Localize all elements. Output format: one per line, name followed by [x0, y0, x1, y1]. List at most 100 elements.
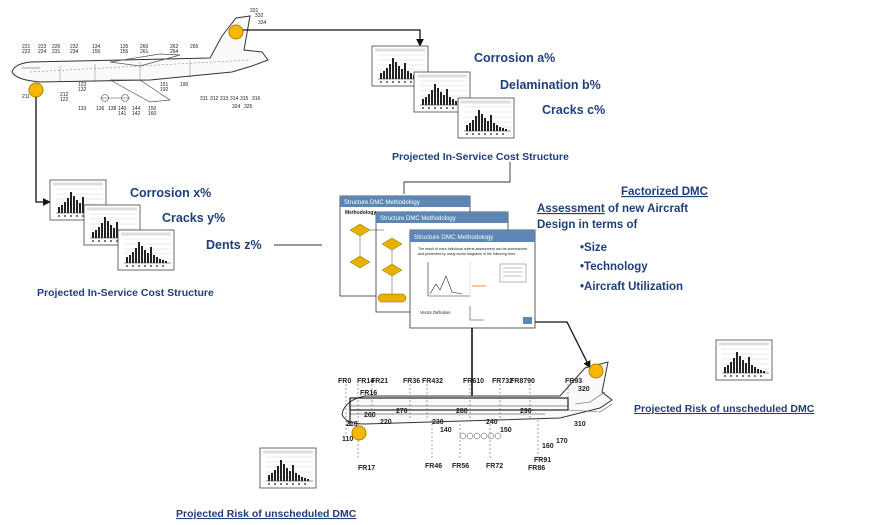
top-zone-upper-13: 261 [140, 49, 149, 55]
top-zone-upper-8: 134 [92, 44, 101, 50]
top-caption: Projected In-Service Cost Structure [392, 151, 569, 163]
frame-upper-2: FR21 [371, 378, 388, 385]
top-zone-upper-17: 331 [250, 8, 259, 14]
assessment-line2-rest: of new Aircraft [605, 203, 688, 215]
zone-0: 260 [364, 412, 376, 419]
top-zone-lower-7: 138 [108, 106, 117, 112]
assessment-bullet-3: •Aircraft Utilization [580, 281, 683, 293]
assessment-line2: Assessment of new Aircraft [537, 203, 688, 215]
marker-nose [28, 82, 44, 98]
top-zone-upper-15: 264 [170, 49, 179, 55]
connector-top [403, 162, 511, 194]
frame-upper-0: FR0 [338, 378, 351, 385]
frame-upper-6: FR732 [492, 378, 513, 385]
top-zone-lower-21: 315 [240, 96, 249, 102]
top-zone-lower-12: 150 [148, 106, 157, 112]
slide-stack: Structure DMC Methodology Methodology St… [339, 195, 536, 329]
top-zone-lower-17: 311 [200, 96, 208, 102]
top-zone-upper-4: 226 [52, 44, 61, 50]
top-zone-upper-19: 334 [258, 20, 267, 26]
frame-upper-5: FR610 [463, 378, 484, 385]
assessment-bullet-1: •Size [580, 242, 607, 254]
marker-tailcone [588, 363, 604, 379]
slide3-vector-label: Vector Definition [420, 310, 451, 315]
top-zone-lower-9: 141 [118, 111, 127, 117]
zone-3: 290 [520, 408, 532, 415]
zone-2: 280 [456, 408, 468, 415]
top-zone-lower-24: 325 [244, 104, 253, 110]
aircraft-top-view: 2212222232242262312322341341551351562602… [11, 8, 269, 117]
top-zone-lower-10: 144 [132, 106, 141, 112]
assessment-bullet-2: •Technology [580, 261, 648, 273]
top-zone-upper-6: 232 [70, 44, 79, 50]
top-zone-lower-0: 211 [22, 94, 30, 100]
top-zone-upper-10: 135 [120, 44, 129, 50]
top-item-3: Cracks c% [542, 103, 605, 117]
risk-bottom-chart [259, 447, 317, 489]
top-zone-lower-3: 123 [78, 82, 87, 88]
top-zone-lower-13: 160 [148, 111, 157, 117]
zone-6: 240 [486, 419, 498, 426]
top-zone-upper-9: 155 [92, 49, 101, 55]
zone-1: 270 [396, 408, 408, 415]
top-zone-lower-14: 151 [160, 82, 169, 88]
zone-13: 160 [542, 443, 554, 450]
top-zone-upper-5: 231 [52, 49, 61, 55]
top-zone-lower-6: 136 [96, 106, 105, 112]
frame-upper-3: FR36 [403, 378, 420, 385]
left-caption: Projected In-Service Cost Structure [37, 287, 214, 299]
top-item-1: Corrosion a% [474, 51, 555, 65]
top-zone-lower-19: 313 [220, 96, 229, 102]
top-zone-lower-4: 132 [78, 87, 87, 93]
slide3-title: Structure DMC Methodology [414, 234, 494, 241]
frame-lower-2: FR56 [452, 463, 469, 470]
arrow-to-bottom-tail [535, 321, 591, 369]
zone-5: 230 [432, 419, 444, 426]
zone-11: 320 [578, 386, 590, 393]
top-zone-lower-1: 212 [60, 92, 69, 98]
top-zone-upper-7: 234 [70, 49, 79, 55]
slide1-sub: Methodology [345, 210, 376, 216]
risk-bottom-caption: Projected Risk of unscheduled DMC [176, 508, 357, 520]
zone-9: 140 [440, 427, 452, 434]
marker-tail [228, 24, 244, 40]
top-item-2: Delamination b% [500, 78, 601, 92]
top-zone-lower-22: 316 [252, 96, 261, 102]
frame-lower-5: FR91 [534, 457, 551, 464]
frame-lower-1: FR46 [425, 463, 442, 470]
frame-lower-4: FR86 [528, 465, 545, 472]
top-zone-upper-14: 262 [170, 44, 179, 50]
zone-14: 170 [556, 438, 568, 445]
top-zone-upper-12: 260 [140, 44, 149, 50]
frame-upper-8: FR93 [565, 378, 582, 385]
top-zone-upper-1: 222 [22, 49, 31, 55]
frame-lower-0: FR17 [358, 465, 375, 472]
risk-right-caption: Projected Risk of unscheduled DMC [634, 403, 815, 415]
slide3-body-2: and presented by using vector diagrams i… [418, 252, 516, 256]
marker-fwd-fuselage [351, 425, 367, 441]
left-item-3: Dents z% [206, 238, 262, 252]
top-zone-lower-20: 314 [230, 96, 239, 102]
top-zone-lower-18: 312 [210, 96, 219, 102]
arrow-to-left-charts [35, 97, 51, 206]
arrow-to-top-charts [243, 29, 424, 47]
risk-right-chart [715, 339, 773, 381]
zone-8: 110 [342, 436, 353, 443]
top-zone-lower-11: 142 [132, 111, 141, 117]
frame-lower-3: FR72 [486, 463, 503, 470]
frame-upper-1: FR14 [357, 378, 374, 385]
assessment-line3: Design in terms of [537, 219, 637, 231]
left-item-1: Corrosion x% [130, 186, 211, 200]
zone-10: 150 [500, 427, 512, 434]
slide3-body-1: The result of each individual criteria a… [418, 247, 527, 251]
top-zone-upper-3: 224 [38, 49, 47, 55]
top-zone-upper-11: 156 [120, 49, 129, 55]
zone-4: 220 [380, 419, 392, 426]
assessment-line1: Factorized DMC [621, 186, 708, 198]
top-zone-upper-0: 221 [22, 44, 31, 50]
top-zone-lower-2: 122 [60, 97, 69, 103]
top-zone-upper-16: 265 [190, 44, 199, 50]
top-zone-lower-23: 324 [232, 104, 241, 110]
